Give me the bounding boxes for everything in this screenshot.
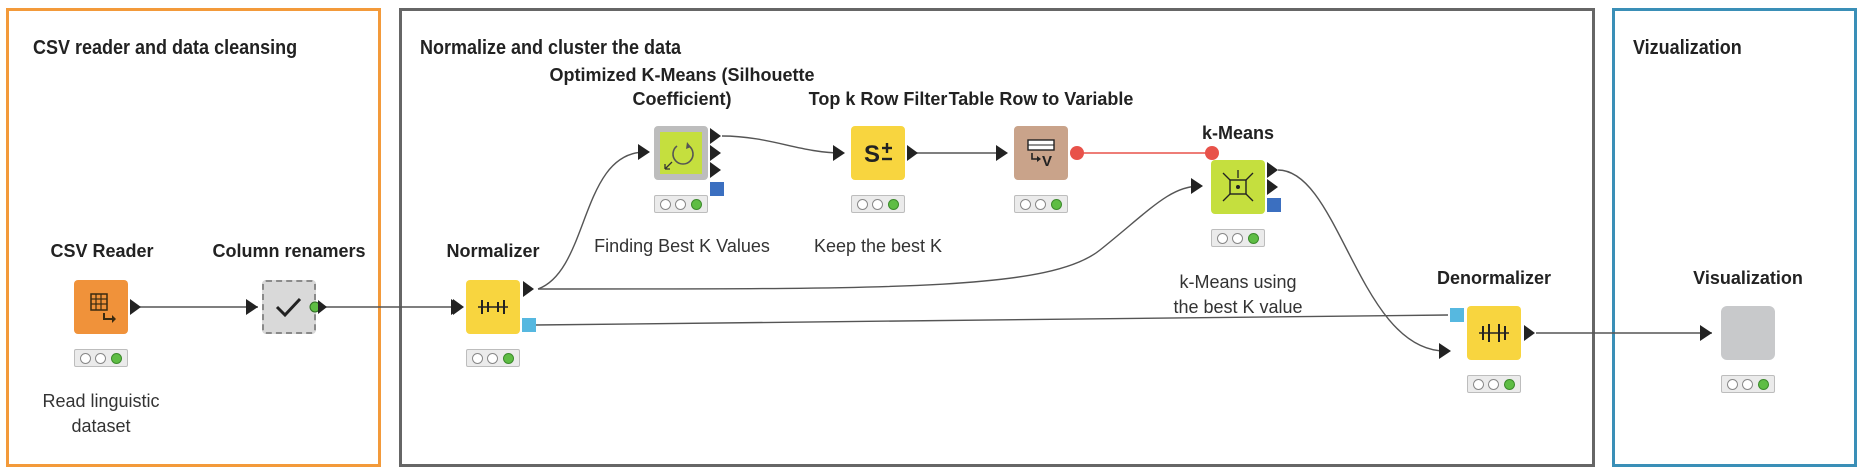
annotation-csv-reader: CSV reader and data cleansing xyxy=(6,8,381,467)
traffic-light-topk xyxy=(851,195,905,213)
node-kmeans-optimized[interactable] xyxy=(654,126,708,180)
node-title-row-to-var: Table Row to Variable xyxy=(948,89,1134,109)
row-to-variable-icon: V xyxy=(1027,139,1055,170)
node-title-denormalizer: Denormalizer xyxy=(1436,268,1552,288)
traffic-light-row-to-var xyxy=(1014,195,1068,213)
connection-kmeans-to-denormalizer xyxy=(1277,169,1449,352)
node-title-csv-reader: CSV Reader xyxy=(50,241,154,261)
node-csv-reader[interactable] xyxy=(74,280,128,334)
node-visualization-component[interactable] xyxy=(1721,306,1775,360)
traffic-light-csv-reader xyxy=(74,349,128,367)
node-desc-csv-reader-2: dataset xyxy=(71,416,131,436)
traffic-light-visualization xyxy=(1721,375,1775,393)
table-reader-icon xyxy=(90,293,116,323)
traffic-light-kmeans xyxy=(1211,229,1265,247)
node-title-kmeans: k-Means xyxy=(1201,123,1275,143)
node-title-normalizer: Normalizer xyxy=(446,241,540,261)
node-desc-topk: Keep the best K xyxy=(813,236,943,256)
node-desc-kmeans-2: the best K value xyxy=(1173,297,1303,317)
sort-filter-icon: S xyxy=(864,141,892,168)
node-title-kmeans-opt-2: Coefficient) xyxy=(632,89,732,109)
node-kmeans[interactable] xyxy=(1211,160,1265,214)
node-title-visualization: Visualization xyxy=(1693,268,1803,288)
node-topk-filter[interactable]: S xyxy=(851,126,905,180)
traffic-light-denormalizer xyxy=(1467,375,1521,393)
node-column-renamer[interactable] xyxy=(262,280,316,334)
node-desc-csv-reader-1: Read linguistic xyxy=(42,391,160,411)
node-title-topk: Top k Row Filter xyxy=(808,89,948,109)
node-table-row-to-variable[interactable]: V xyxy=(1014,126,1068,180)
annotation-csv-title: CSV reader and data cleansing xyxy=(33,37,298,59)
annotation-normalize-cluster: Normalize and cluster the data xyxy=(399,8,1595,467)
checkmark-icon xyxy=(275,297,302,318)
cluster-icon xyxy=(1222,170,1254,202)
normalizer-icon xyxy=(478,300,508,314)
connection-normalizer-model-to-denormalizer xyxy=(534,314,1449,326)
connection-normalizer-to-kmeans xyxy=(537,185,1201,290)
annotation-viz-title: Vizualization xyxy=(1633,37,1742,59)
connection-kmeans-opt-to-topk xyxy=(721,135,843,154)
connection-normalizer-to-kmeans-opt xyxy=(537,151,648,290)
node-desc-kmeans-1: k-Means using xyxy=(1179,272,1297,292)
svg-text:V: V xyxy=(1042,153,1052,170)
traffic-light-kmeans-opt xyxy=(654,195,708,213)
node-title-column-renamer: Column renamers xyxy=(212,241,366,261)
node-desc-kmeans-opt: Finding Best K Values xyxy=(594,236,770,256)
loop-icon xyxy=(664,142,694,170)
node-title-kmeans-opt-1: Optimized K-Means (Silhouette xyxy=(549,65,815,85)
svg-text:S: S xyxy=(864,141,880,168)
annotation-normalize-title: Normalize and cluster the data xyxy=(420,37,682,59)
denormalizer-icon xyxy=(1479,324,1509,342)
node-normalizer[interactable] xyxy=(466,280,520,334)
node-denormalizer[interactable] xyxy=(1467,306,1521,360)
traffic-light-normalizer xyxy=(466,349,520,367)
